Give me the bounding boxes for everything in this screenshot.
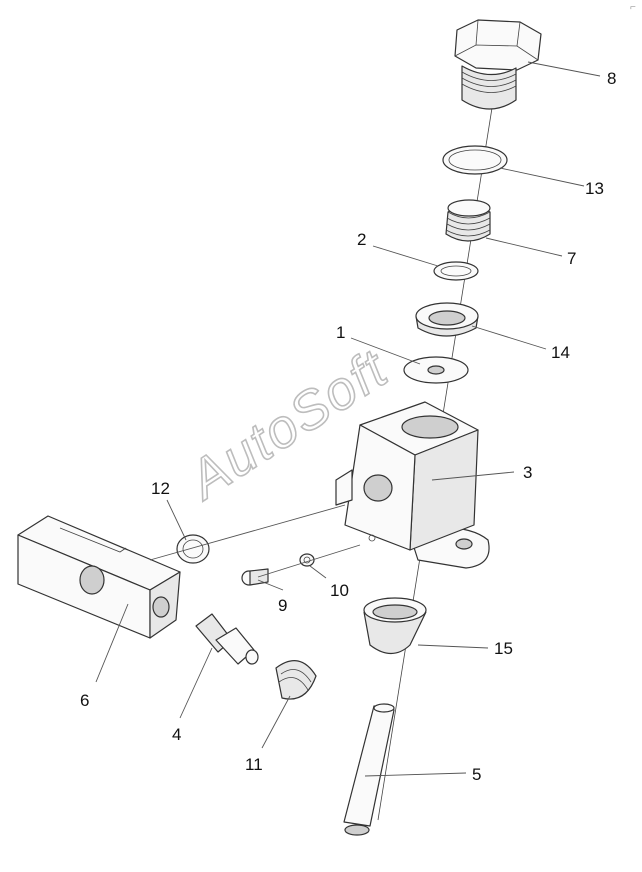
axis-line-port xyxy=(149,504,346,561)
part-7-spring xyxy=(445,199,491,242)
callout-2: 2 xyxy=(357,230,366,249)
callout-3: 3 xyxy=(523,463,532,482)
part-3-housing xyxy=(335,401,490,569)
callout-9: 9 xyxy=(278,596,287,615)
leader-12 xyxy=(166,499,187,541)
callout-12: 12 xyxy=(151,479,170,498)
part-11-cap xyxy=(275,660,317,700)
part-13-o-ring xyxy=(442,145,508,175)
leader-7 xyxy=(485,237,563,257)
leader-10 xyxy=(309,565,327,579)
callout-5: 5 xyxy=(472,765,481,784)
leader-13 xyxy=(499,167,585,187)
part-15-seal xyxy=(363,597,427,655)
callout-10: 10 xyxy=(330,581,349,600)
part-5-pin xyxy=(343,703,395,836)
callout-14: 14 xyxy=(551,343,570,362)
axis-line-screw xyxy=(257,544,361,578)
part-1-valve-disc xyxy=(403,356,469,384)
leader-14 xyxy=(471,325,547,350)
callout-6: 6 xyxy=(80,691,89,710)
leader-8 xyxy=(527,61,601,77)
leader-2 xyxy=(372,245,439,267)
part-2-washer xyxy=(433,261,479,281)
leader-15 xyxy=(417,644,489,649)
leader-6 xyxy=(95,603,129,683)
leader-1 xyxy=(350,337,421,365)
part-12-o-ring xyxy=(176,534,210,564)
leader-11 xyxy=(261,695,291,749)
callout-7: 7 xyxy=(567,249,576,268)
corner-mark: ⌐ xyxy=(630,2,636,13)
leader-5 xyxy=(364,772,467,777)
callout-8: 8 xyxy=(607,69,616,88)
part-6-block xyxy=(17,515,181,639)
callout-1: 1 xyxy=(336,323,345,342)
leader-3 xyxy=(431,471,515,481)
callout-15: 15 xyxy=(494,639,513,658)
callout-11: 11 xyxy=(245,755,263,774)
callout-13: 13 xyxy=(585,179,604,198)
part-14-cup xyxy=(415,302,479,337)
part-4-bleeder-fitting xyxy=(195,613,259,665)
leader-9 xyxy=(257,579,284,591)
leader-4 xyxy=(179,647,213,719)
part-8-hex-plug xyxy=(454,19,542,110)
callout-4: 4 xyxy=(172,725,181,744)
